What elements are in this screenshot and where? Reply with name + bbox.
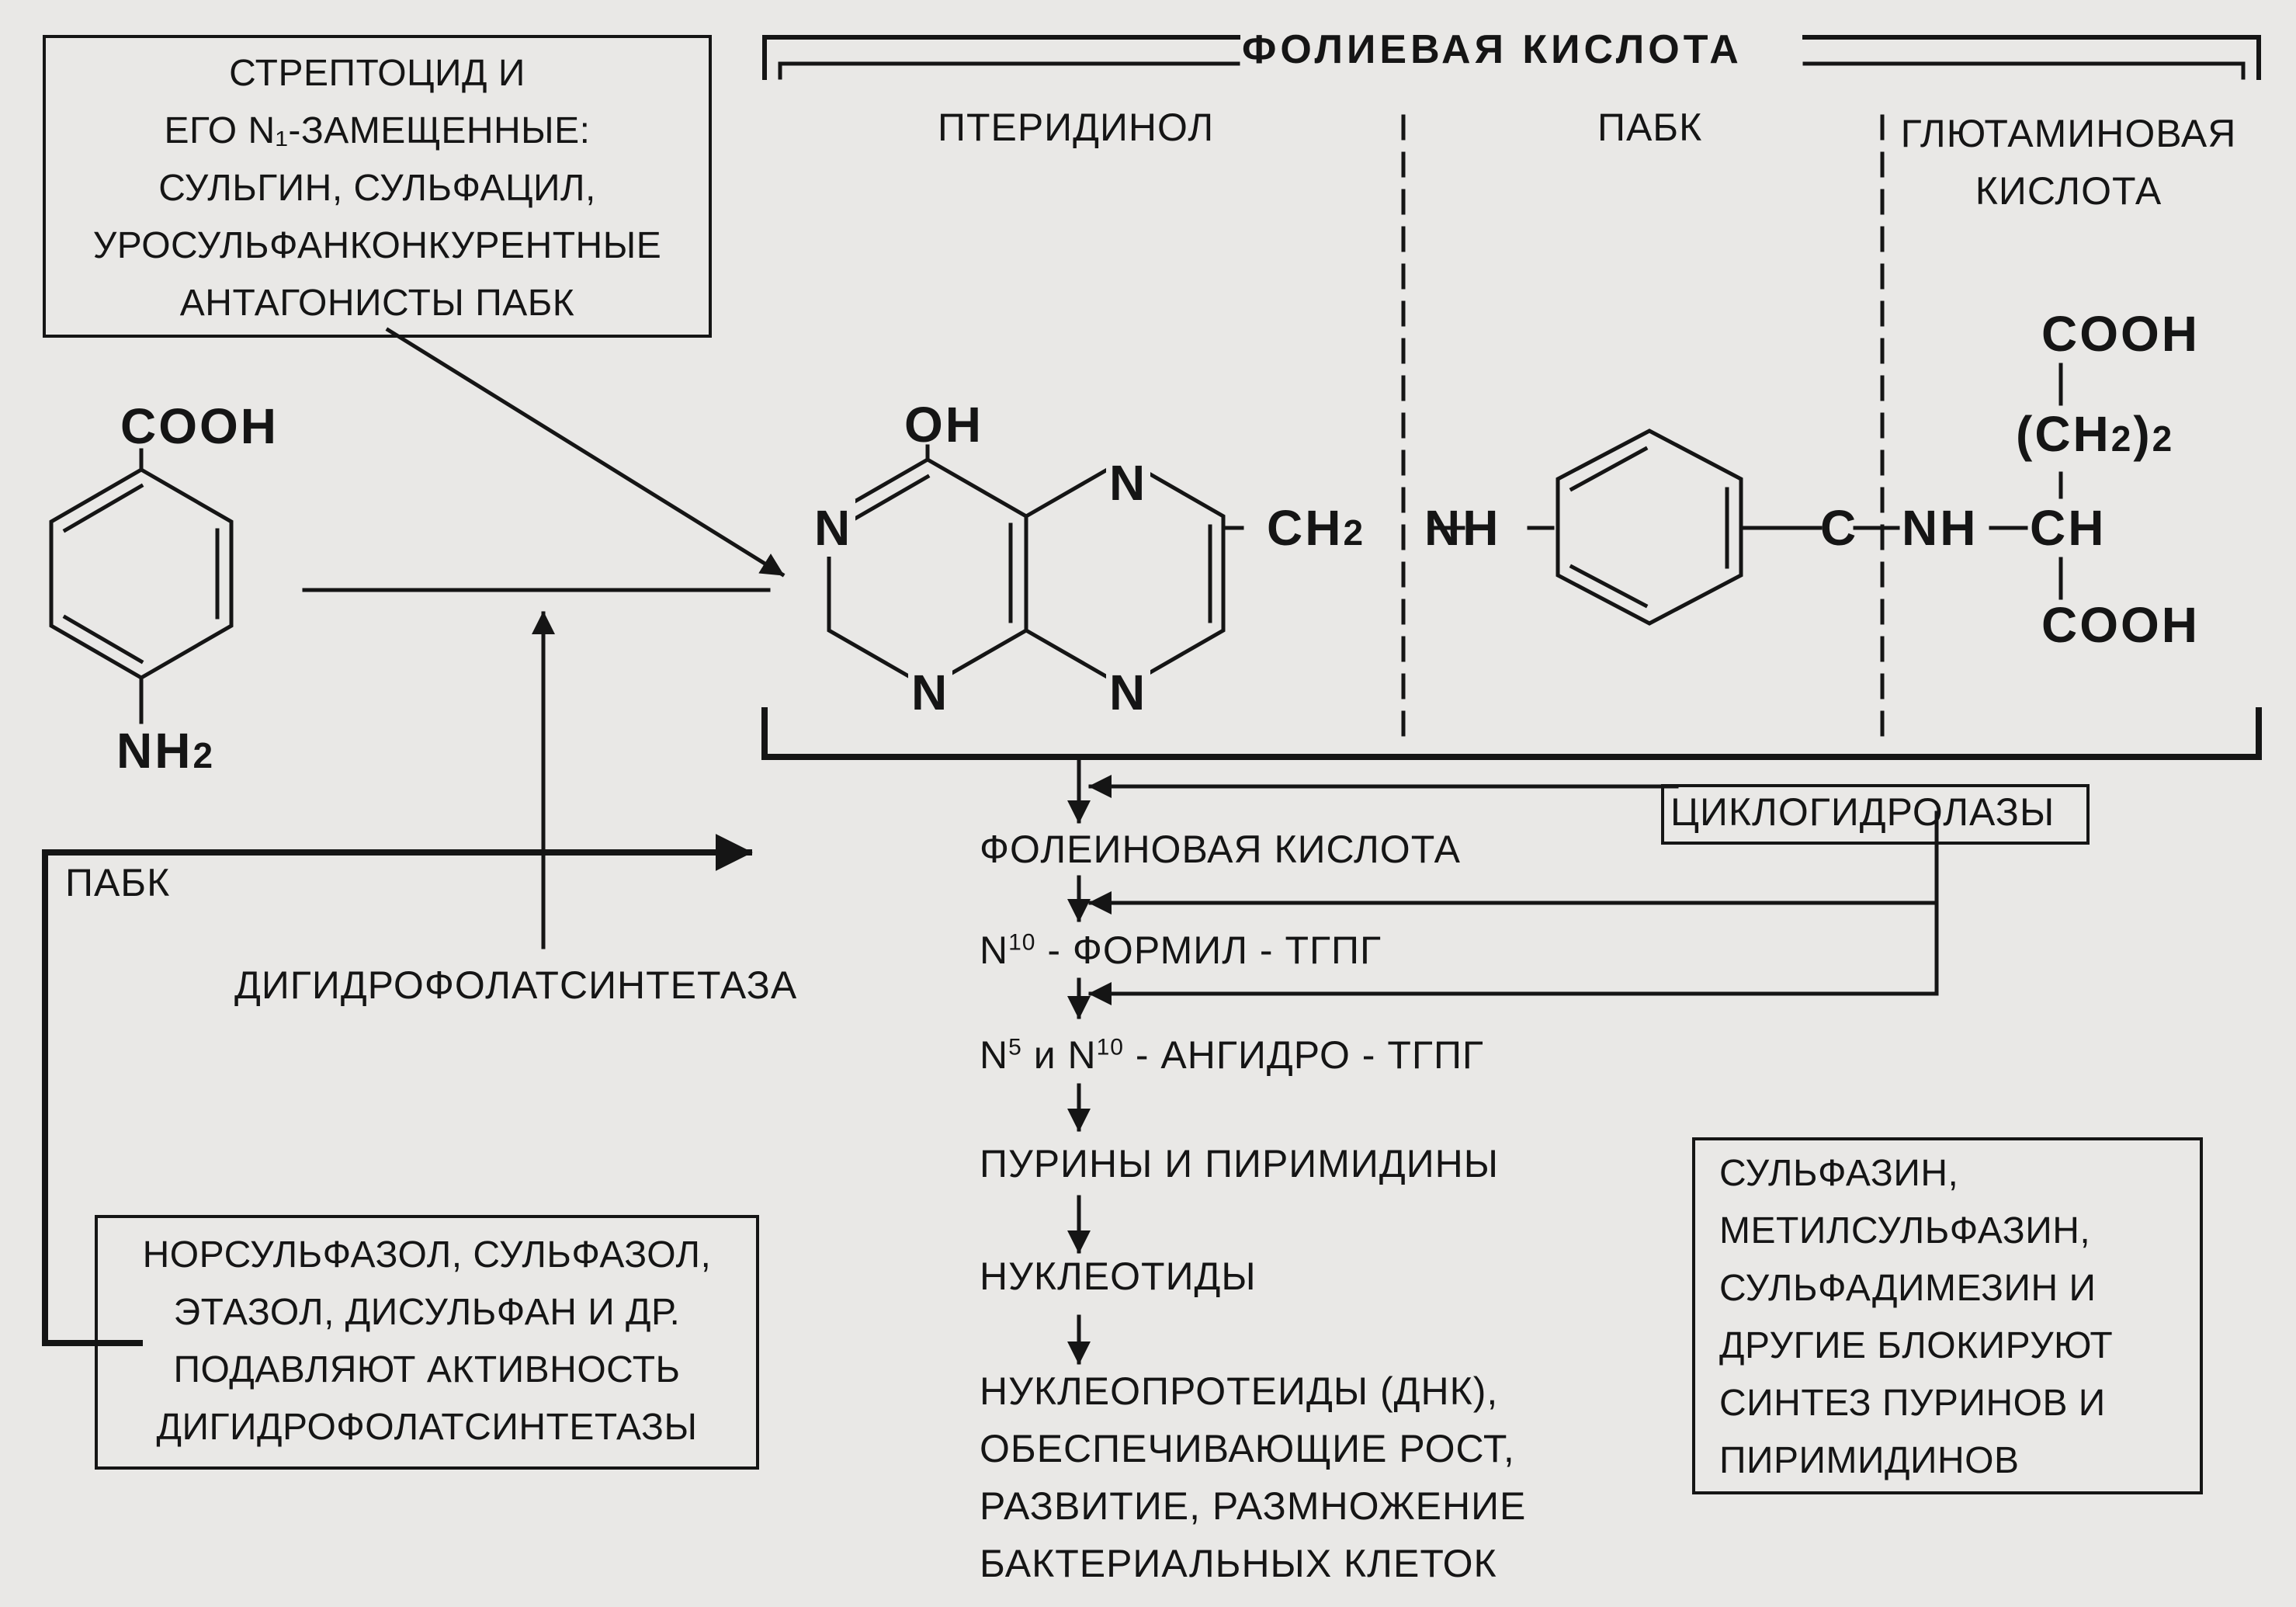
step6-line-4: БАКТЕРИАЛЬНЫХ КЛЕТОК [980, 1542, 1497, 1585]
chain-ch2-group: (CH2)2 [2016, 405, 2174, 463]
norsulfazol-line-4: ДИГИДРОФОЛАТСИНТЕТАЗЫ [156, 1407, 698, 1448]
norsulfazol-box [95, 1215, 759, 1470]
step6-line-1: НУКЛЕОПРОТЕИДЫ (ДНК), [980, 1369, 1499, 1413]
folic-acid-bottom-bracket [761, 707, 2262, 760]
glutamic-acid-label: ГЛЮТАМИНОВАЯ КИСЛОТА [1894, 105, 2243, 220]
chain-ch: CH [2030, 500, 2107, 556]
chain-nh-glutamate: NH [1902, 500, 1979, 556]
paba-nh2: NH2 [116, 722, 215, 779]
step3-sup1: 5 [1008, 1034, 1022, 1060]
streptocid-box [43, 35, 712, 338]
streptocid-line-2: ЕГО N₁-ЗАМЕЩЕННЫЕ: [164, 110, 591, 151]
pteridine-oh: OH [904, 397, 983, 453]
pathway-step-anhydro: N5 и N10 - АНГИДРО - ТГПГ [980, 1033, 1484, 1078]
pteridine-n5: N [1106, 454, 1151, 512]
pteridine-n3: N [908, 664, 953, 721]
step3-rest: - АНГИДРО - ТГПГ [1124, 1033, 1484, 1077]
cyclohydrolase-label: ЦИКЛОГИДРОЛАЗЫ [1670, 790, 2055, 834]
step6-line-2: ОБЕСПЕЧИВАЮЩИЕ РОСТ, [980, 1427, 1515, 1470]
chain-ch2g-main: (CH [2016, 406, 2111, 462]
step3-mid: и N [1021, 1033, 1097, 1077]
sulfazin-line-2: МЕТИЛСУЛЬФАЗИН, [1719, 1210, 2091, 1251]
paba-cooh: COOH [120, 398, 279, 454]
pabk-loop-arrow [42, 834, 753, 1346]
chain-cooh-top: COOH [2041, 306, 2200, 362]
cyclohydrolase-box [1661, 784, 2090, 845]
glutamic-line-1: ГЛЮТАМИНОВАЯ [1900, 112, 2237, 155]
sulfazin-line-3: СУЛЬФАДИМЕЗИН И [1719, 1268, 2097, 1309]
streptocid-line-4: УРОСУЛЬФАНКОНКУРЕНТНЫЕ [92, 225, 662, 266]
norsulfazol-line-2: ЭТАЗОЛ, ДИСУЛЬФАН И ДР. [173, 1292, 681, 1333]
sulfazin-line-1: СУЛЬФАЗИН, [1719, 1153, 1959, 1194]
chain-ch2g-sub: 2 [2110, 418, 2134, 459]
chain-ch2g-index: 2 [2152, 418, 2175, 459]
chain-c: C [1820, 500, 1859, 556]
folic-chain-bonds [1430, 363, 2063, 626]
chain-ch2g-tail: ) [2133, 406, 2152, 462]
pteridine-n8: N [1106, 664, 1151, 721]
step2-rest: - ФОРМИЛ - ТГПГ [1035, 928, 1382, 972]
step3-n: N [980, 1033, 1009, 1077]
step2-n: N [980, 928, 1009, 972]
folic-acid-title: ФОЛИЕВАЯ КИСЛОТА [1242, 27, 1743, 72]
section-divider-dashed [1401, 114, 1885, 740]
streptocid-line-3: СУЛЬГИН, СУЛЬФАЦИЛ, [158, 168, 596, 209]
streptocid-line-5: АНТАГОНИСТЫ ПАБК [179, 283, 575, 324]
sulfazin-box [1692, 1137, 2203, 1494]
step3-sup2: 10 [1096, 1034, 1124, 1060]
pathway-step-nucleotides: НУКЛЕОТИДЫ [980, 1255, 1257, 1298]
chain-cooh-bottom: COOH [2041, 597, 2200, 653]
sulfazin-box-text: СУЛЬФАЗИН, МЕТИЛСУЛЬФАЗИН, СУЛЬФАДИМЕЗИН… [1719, 1145, 2113, 1490]
paba-benzene-ring [49, 448, 234, 724]
step6-line-3: РАЗВИТИЕ, РАЗМНОЖЕНИЕ [980, 1484, 1527, 1528]
pteridine-ring [827, 444, 1244, 689]
streptocid-box-text: СТРЕПТОЦИД И ЕГО N₁-ЗАМЕЩЕННЫЕ: СУЛЬГИН,… [43, 45, 712, 332]
chain-nh: NH [1424, 500, 1501, 556]
pteridine-n1: N [811, 499, 856, 557]
norsulfazol-box-text: НОРСУЛЬФАЗОЛ, СУЛЬФАЗОЛ, ЭТАЗОЛ, ДИСУЛЬФ… [95, 1227, 759, 1456]
step2-sup: 10 [1008, 929, 1036, 956]
sulfazin-line-5: СИНТЕЗ ПУРИНОВ И [1719, 1383, 2106, 1424]
paba-nh2-sub: 2 [192, 735, 216, 776]
chain-ch2: CH2 [1267, 499, 1365, 557]
pabk-header-label: ПАБК [1597, 106, 1703, 149]
sulfazin-line-4: ДРУГИЕ БЛОКИРУЮТ [1719, 1325, 2114, 1366]
folic-acid-top-bracket [762, 35, 2261, 80]
pabk-left-label: ПАБК [62, 860, 174, 905]
sulfazin-line-6: ПИРИМИДИНОВ [1719, 1440, 2020, 1481]
pathway-step-formyl: N10 - ФОРМИЛ - ТГПГ [980, 928, 1382, 973]
pathway-step-purines: ПУРИНЫ И ПИРИМИДИНЫ [980, 1142, 1499, 1185]
streptocid-line-1: СТРЕПТОЦИД И [229, 53, 525, 94]
glutamic-line-2: КИСЛОТА [1975, 169, 2162, 213]
paba-nh2-main: NH [116, 723, 193, 779]
chain-ch2-main: CH [1267, 500, 1344, 556]
dihydrofolate-synthetase-label: ДИГИДРОФОЛАТСИНТЕТАЗА [234, 963, 798, 1007]
pteridinol-label: ПТЕРИДИНОЛ [938, 106, 1215, 149]
streptocid-arrow [385, 327, 786, 578]
pathway-step-nucleoproteins: НУКЛЕОПРОТЕИДЫ (ДНК), ОБЕСПЕЧИВАЮЩИЕ РОС… [980, 1362, 1526, 1592]
chain-ch2-sub: 2 [1343, 512, 1366, 553]
norsulfazol-line-1: НОРСУЛЬФАЗОЛ, СУЛЬФАЗОЛ, [142, 1234, 712, 1276]
norsulfazol-line-3: ПОДАВЛЯЮТ АКТИВНОСТЬ [173, 1349, 681, 1390]
pathway-step-foleic-acid: ФОЛЕИНОВАЯ КИСЛОТА [980, 828, 1461, 871]
